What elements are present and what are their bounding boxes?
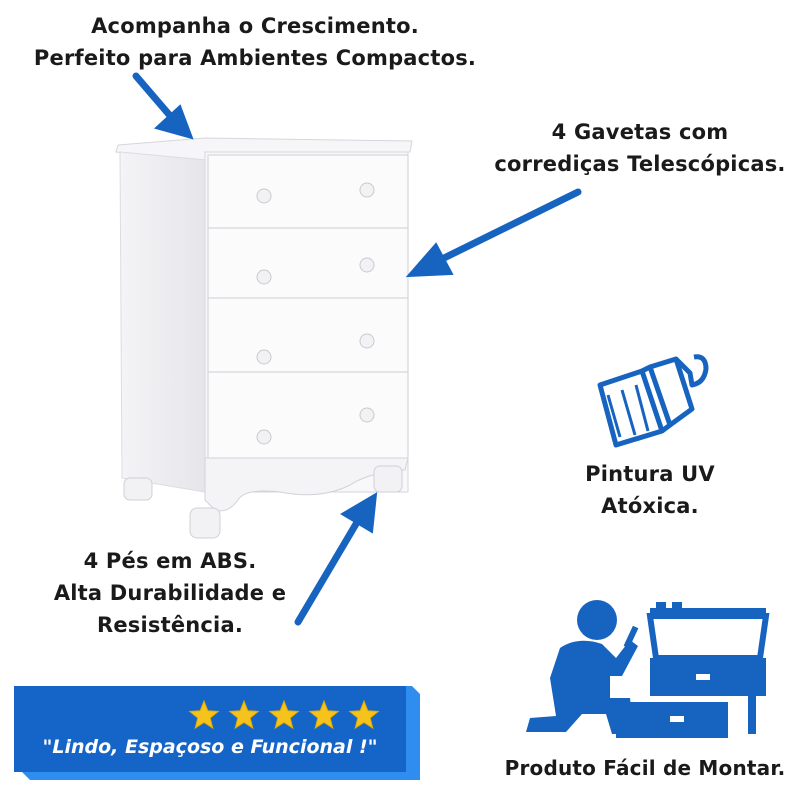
caption-line: Perfeito para Ambientes Compactos. [33,46,477,70]
caption-assembly: Produto Fácil de Montar. [480,752,800,784]
caption-line: Pintura UV [585,462,715,486]
chest-side [119,151,206,493]
star-icon [228,699,260,730]
caption-line: corrediças Telescópicas. [494,152,786,176]
star-icon [348,699,380,730]
chest-foot [373,465,403,493]
drawer-knob [359,333,375,349]
drawer-knob [256,349,272,365]
drawer-2 [207,227,409,305]
caption-line: 4 Gavetas com [551,120,729,144]
star-rating [188,699,380,730]
paint-brush-icon [597,354,709,448]
drawer-knob [359,257,375,273]
caption-feet: 4 Pés em ABS. Alta Durabilidade e Resist… [30,545,310,641]
caption-line: Produto Fácil de Montar. [504,756,786,780]
drawer-4 [207,371,409,459]
assembly-worker-icon [526,600,770,738]
caption-line: Alta Durabilidade e [53,581,287,605]
chest-foot [189,507,221,539]
drawer-knob [359,407,375,423]
drawer-knob [256,429,272,445]
caption-line: Acompanha o Crescimento. [91,14,419,38]
drawer-knob [256,188,272,204]
caption-line: Atóxica. [601,494,699,518]
review-quote: "Lindo, Espaçoso e Funcional !" [42,736,378,758]
drawer-3 [207,297,409,379]
drawer-1 [207,154,409,239]
drawer-knob [256,269,272,285]
chest-foot [123,477,153,501]
star-icon [308,699,340,730]
star-icon [268,699,300,730]
caption-growth: Acompanha o Crescimento. Perfeito para A… [20,10,490,74]
caption-line: Resistência. [96,613,244,637]
caption-paint: Pintura UV Atóxica. [560,458,740,522]
caption-drawers: 4 Gavetas com corrediças Telescópicas. [480,116,800,180]
drawer-knob [359,182,375,198]
caption-line: 4 Pés em ABS. [83,549,257,573]
review-banner [14,686,420,780]
chest-apron [204,457,409,512]
star-icon [188,699,220,730]
